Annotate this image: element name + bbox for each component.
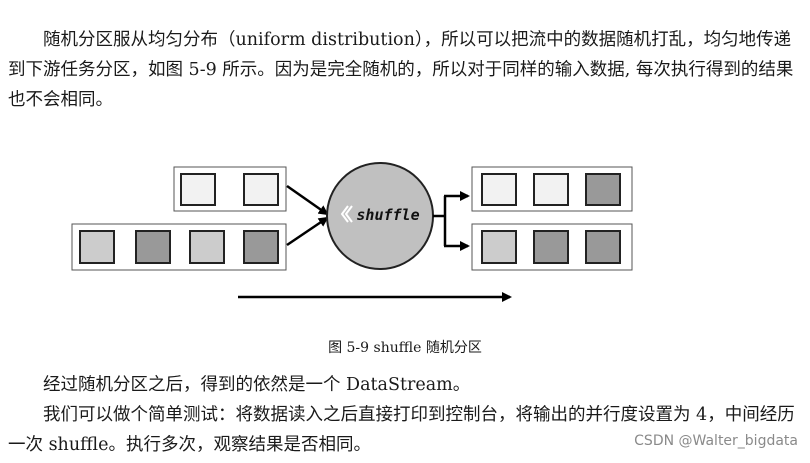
record-dark	[135, 230, 171, 264]
record-light	[481, 173, 517, 206]
test-paragraph: 我们可以做个简单测试：将数据读入之后直接打印到控制台，将输出的并行度设置为 4，…	[8, 405, 795, 455]
shuffle-label: shuffle	[356, 206, 419, 224]
record-mid	[481, 230, 517, 264]
record-dark	[585, 173, 621, 206]
record-light	[180, 173, 216, 206]
arrow-in-bottom	[286, 216, 329, 247]
record-dark	[243, 230, 279, 264]
record-dark	[585, 230, 621, 264]
shuffle-diagram: shuffle	[71, 162, 633, 302]
record-dark	[533, 230, 569, 264]
arrow-in-top	[286, 184, 329, 216]
record-mid	[79, 230, 115, 264]
shuffle-icon	[340, 205, 353, 223]
record-light	[533, 173, 569, 206]
watermark: CSDN @Walter_bigdata	[634, 433, 798, 449]
intro-paragraph: 随机分区服从均匀分布（uniform distribution），所以可以把流中…	[8, 30, 794, 110]
record-mid	[189, 230, 225, 264]
figure-caption: 图 5-9 shuffle 随机分区	[328, 340, 482, 356]
result-paragraph: 经过随机分区之后，得到的依然是一个 DataStream。	[43, 375, 471, 395]
record-light	[243, 173, 279, 206]
